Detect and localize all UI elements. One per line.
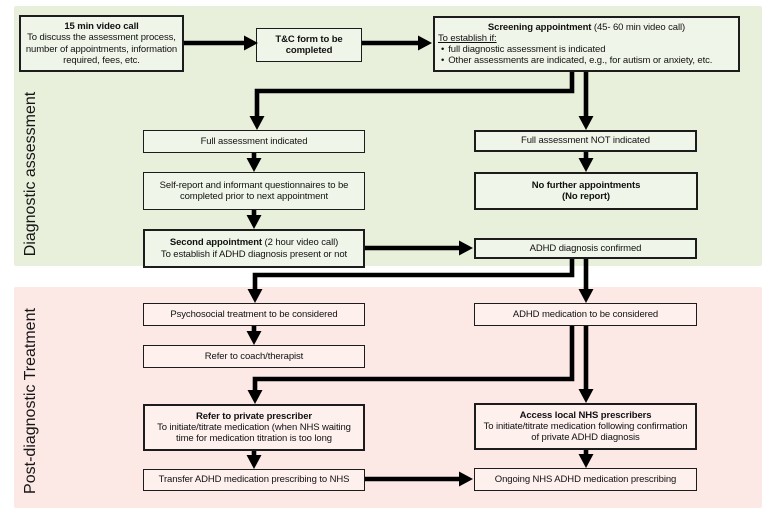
- box-text: ADHD medication to be considered: [512, 308, 659, 320]
- box-access-nhs-prescribers: Access local NHS prescribers To initiate…: [474, 403, 697, 450]
- bullet-item: full diagnostic assessment is indicated: [438, 44, 735, 55]
- box-text: Full assessment NOT indicated: [521, 135, 650, 147]
- box-title: Second appointment: [169, 237, 262, 249]
- box-15min-video-call: 15 min video call To discuss the assessm…: [19, 15, 184, 72]
- box-title: Access local NHS prescribers: [519, 409, 652, 421]
- box-text: Ongoing NHS ADHD medication prescribing: [494, 473, 677, 485]
- box-text: Refer to coach/therapist: [204, 350, 304, 362]
- box-body: To initiate/titrate medication following…: [483, 420, 688, 444]
- box-line-1: No further appointments: [531, 179, 641, 191]
- box-title: Screening appointment: [487, 21, 592, 33]
- box-second-appointment: Second appointment (2 hour video call) T…: [143, 229, 365, 268]
- box-lead: To establish if:: [438, 32, 497, 44]
- box-title: Refer to private prescriber: [195, 410, 313, 422]
- box-body: To initiate/titrate medication (when NHS…: [157, 421, 351, 445]
- box-full-assessment-indicated: Full assessment indicated: [143, 130, 365, 153]
- box-text: Self-report and informant questionnaires…: [159, 179, 349, 202]
- box-transfer-prescribing-nhs: Transfer ADHD medication prescribing to …: [143, 469, 365, 491]
- box-psychosocial-treatment: Psychosocial treatment to be considered: [143, 303, 365, 326]
- box-refer-coach-therapist: Refer to coach/therapist: [143, 345, 365, 368]
- box-text: Transfer ADHD medication prescribing to …: [158, 474, 350, 486]
- box-title-line: Second appointment (2 hour video call): [170, 237, 338, 248]
- box-text: Psychosocial treatment to be considered: [170, 308, 338, 320]
- bullet-text: Other assessments are indicated, e.g., f…: [448, 55, 713, 67]
- box-body: To establish if ADHD diagnosis present o…: [160, 248, 348, 260]
- bullet-text: full diagnostic assessment is indicated: [448, 44, 606, 55]
- box-no-further-appointments: No further appointments (No report): [474, 172, 698, 210]
- box-line-2: (No report): [562, 191, 610, 202]
- box-text: Full assessment indicated: [200, 135, 308, 147]
- box-screening-appointment: Screening appointment (45- 60 min video …: [433, 16, 740, 72]
- post-diagnostic-treatment-label: Post-diagnostic Treatment: [22, 308, 39, 494]
- box-title: T&C form to be completed: [275, 33, 343, 56]
- box-title-suffix: (45- 60 min video call): [591, 21, 686, 33]
- box-title-suffix: (2 hour video call): [262, 237, 339, 249]
- diagnostic-assessment-label: Diagnostic assessment: [22, 91, 39, 257]
- box-title-line: Screening appointment (45- 60 min video …: [438, 22, 735, 33]
- box-tc-form: T&C form to be completed: [256, 28, 362, 62]
- box-ongoing-nhs-prescribing: Ongoing NHS ADHD medication prescribing: [474, 468, 697, 491]
- box-adhd-diagnosis-confirmed: ADHD diagnosis confirmed: [474, 238, 697, 259]
- box-full-assessment-not-indicated: Full assessment NOT indicated: [474, 130, 697, 152]
- box-refer-private-prescriber: Refer to private prescriber To initiate/…: [143, 404, 365, 451]
- box-text: ADHD diagnosis confirmed: [529, 242, 642, 254]
- box-adhd-medication-considered: ADHD medication to be considered: [474, 303, 697, 326]
- box-title: 15 min video call: [64, 21, 139, 33]
- box-questionnaires: Self-report and informant questionnaires…: [143, 172, 365, 210]
- bullet-item: Other assessments are indicated, e.g., f…: [438, 55, 735, 66]
- box-body: To discuss the assessment process, numbe…: [25, 32, 178, 66]
